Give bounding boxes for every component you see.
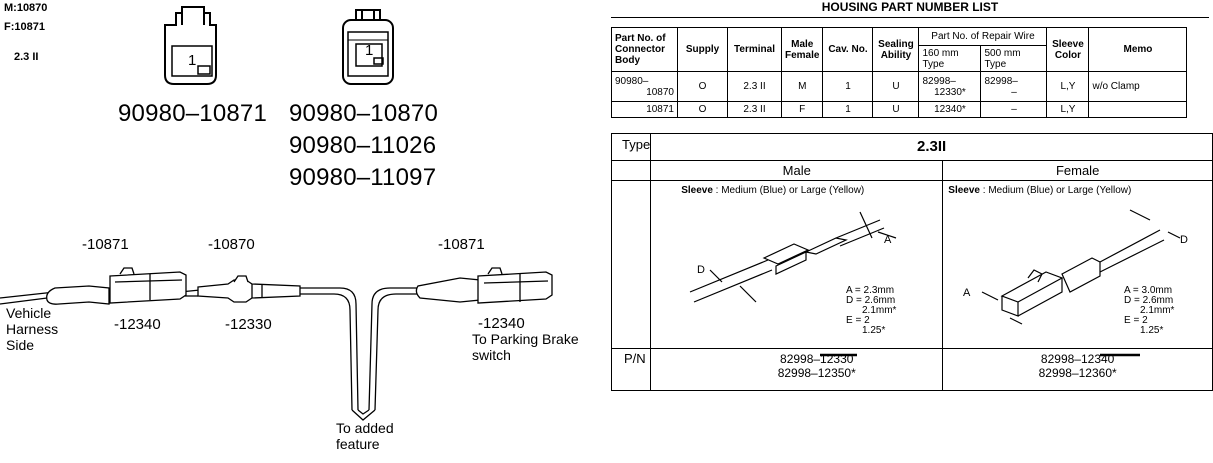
connector-left-pin: 1 bbox=[188, 52, 197, 69]
wire-label-top-2: -10870 bbox=[208, 236, 255, 253]
terminal-male-middle bbox=[197, 275, 301, 303]
cell-supply: O bbox=[677, 71, 728, 102]
cell-terminal: 2.3 II bbox=[727, 71, 782, 102]
pn-label: P/N bbox=[610, 348, 652, 391]
cell-seal: U bbox=[872, 71, 920, 102]
part-number-right-1: 90980–10870 bbox=[289, 100, 439, 127]
header-terminal: Terminal bbox=[727, 27, 782, 72]
added-feature-label: To added feature bbox=[336, 420, 394, 452]
connector-face-female bbox=[164, 6, 217, 85]
type-value: 2.3II bbox=[650, 133, 1213, 161]
parking-brake-label: To Parking Brake switch bbox=[472, 331, 579, 363]
header-cav-no: Cav. No. bbox=[822, 27, 874, 72]
part-number-right-2: 90980–11026 bbox=[289, 132, 437, 159]
terminal-female-right bbox=[415, 267, 553, 304]
cell-cav: 1 bbox=[822, 101, 874, 118]
cell-w160: 82998–12330* bbox=[918, 71, 982, 102]
cell-w500: – bbox=[980, 101, 1048, 118]
cell-memo: w/o Clamp bbox=[1088, 71, 1188, 102]
header-supply: Supply bbox=[677, 27, 728, 72]
type-label: Type bbox=[610, 133, 652, 161]
housing-list-title: HOUSING PART NUMBER LIST bbox=[821, 0, 999, 14]
cell-sleeve: L,Y bbox=[1046, 71, 1090, 102]
table-row: 90980–10870 O 2.3 II M 1 U 82998–12330* … bbox=[611, 71, 1188, 102]
cell-sleeve: L,Y bbox=[1046, 101, 1090, 118]
cell-w500: 82998–– bbox=[980, 71, 1048, 102]
connector-right-pin: 1 bbox=[365, 42, 374, 59]
female-letter-d: D bbox=[1180, 234, 1188, 246]
cell-w160: 12340* bbox=[918, 101, 982, 118]
wire-label-bottom-3: -12340 bbox=[478, 315, 525, 332]
connector-m-tag: M:10870 bbox=[4, 2, 48, 14]
female-header: Female bbox=[942, 160, 1213, 181]
female-sleeve-note: Sleeve : Medium (Blue) or Large (Yellow) bbox=[942, 180, 1213, 349]
cell-memo bbox=[1088, 101, 1188, 118]
part-number-left: 90980–10871 bbox=[118, 100, 268, 127]
female-letter-a: A bbox=[963, 287, 971, 299]
terminal-size-tag: 2.3 II bbox=[14, 51, 39, 63]
male-header: Male bbox=[650, 160, 944, 181]
cell-terminal: 2.3 II bbox=[727, 101, 782, 118]
harness-wires bbox=[0, 287, 418, 421]
header-repair-wire: Part No. of Repair Wire bbox=[918, 27, 1048, 46]
wire-label-bottom-2: -12330 bbox=[225, 316, 272, 333]
connector-f-tag: F:10871 bbox=[4, 21, 45, 33]
wire-label-top-3: -10871 bbox=[438, 236, 485, 253]
title-rule bbox=[611, 17, 1209, 18]
terminal-type-table: Type 2.3II Male Female Sleeve : Medium (… bbox=[610, 133, 1213, 391]
table-row: 10871 O 2.3 II F 1 U 12340* – L,Y bbox=[611, 101, 1188, 118]
wire-label-top-1: -10871 bbox=[82, 236, 129, 253]
male-letter-d: D bbox=[697, 264, 705, 276]
cell-part: 10871 bbox=[611, 101, 678, 118]
connector-face-male bbox=[342, 9, 394, 85]
header-memo: Memo bbox=[1088, 27, 1188, 72]
cell-supply: O bbox=[677, 101, 728, 118]
wire-label-bottom-1: -12340 bbox=[114, 316, 161, 333]
cell-cav: 1 bbox=[822, 71, 874, 102]
vehicle-harness-label: Vehicle Harness Side bbox=[6, 305, 59, 353]
cell-seal: U bbox=[872, 101, 920, 118]
part-number-right-3: 90980–11097 bbox=[289, 164, 437, 191]
cell-mf: M bbox=[780, 71, 824, 102]
cell-mf: F bbox=[780, 101, 824, 118]
cell-part: 90980–10870 bbox=[611, 71, 678, 102]
terminal-female-left bbox=[46, 267, 187, 305]
male-sleeve-note: Sleeve : Medium (Blue) or Large (Yellow) bbox=[650, 180, 944, 349]
male-letter-a: A bbox=[884, 234, 892, 246]
